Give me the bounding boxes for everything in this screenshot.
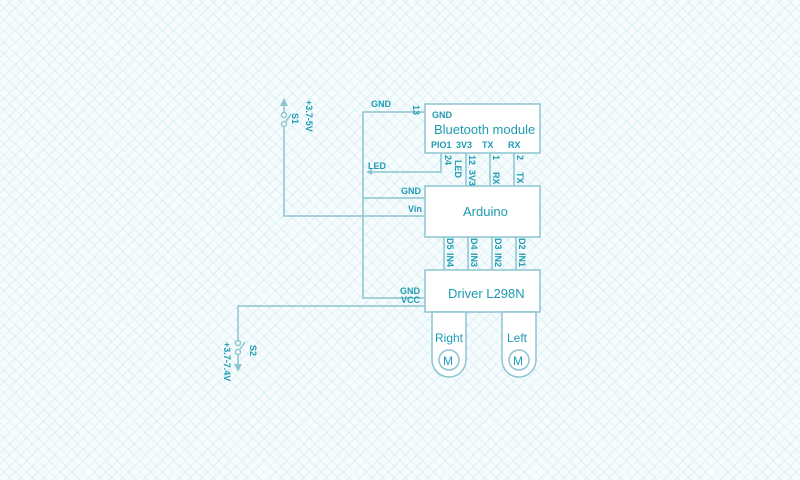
bt-pin-2: 2 [515,155,525,160]
motor-right-symbol: M [443,354,453,368]
bt-rx-pin: RX [508,140,521,150]
motor-left-symbol: M [513,354,523,368]
motor-right-icon [438,349,460,371]
s1-contact-2 [280,120,288,128]
bluetooth-box [424,103,541,154]
arduino-title: Arduino [463,204,508,219]
bt-tx-pin: TX [482,140,494,150]
bt-pin-12: 12 [467,155,477,165]
driver-in2-pin: IN2 [493,253,503,267]
led-wire [368,153,442,173]
s2-contact-2 [234,348,242,356]
switch-s1[interactable]: S1 +3.7-5V [280,98,314,132]
bt-gnd-pin: GND [432,110,453,120]
motor-right: Right M [431,311,467,378]
arduino-gnd-pin: GND [401,186,422,196]
motor-right-label: Right [435,331,464,345]
driver-in1-pin: IN1 [517,253,527,267]
s1-contact [280,111,288,119]
driver-gnd-pin: GND [400,286,421,296]
arduino-board: GND Vin Arduino LED 3V3 RX TX D5 D4 D3 D… [401,160,541,250]
arduino-d3-pin: D3 [493,238,503,250]
vin-wire [283,124,425,217]
bluetooth-module: GND Bluetooth module PIO1 3V3 TX RX 13 2… [411,103,541,165]
s1-voltage: +3.7-5V [304,100,314,132]
gnd-top-label: GND [371,99,392,109]
switch-s2[interactable]: S2 +3.7-7.4V [222,339,258,382]
bluetooth-title: Bluetooth module [434,122,535,137]
driver-title: Driver L298N [448,286,525,301]
s1-label: S1 [290,113,300,124]
arduino-top-pin-1: LED [453,160,463,179]
driver-vcc-pin: VCC [401,295,421,305]
arduino-top-pin-4: TX [515,172,525,184]
driver-in4-pin: IN4 [445,253,455,267]
motor-driver: GND VCC Driver L298N IN4 IN3 IN2 IN1 [400,253,541,313]
vcc-wire [237,305,425,340]
bt-pin-13: 13 [411,105,421,115]
bt-3v3-pin: 3V3 [456,140,472,150]
motor-left: Left M [501,311,537,378]
arduino-top-pin-3: RX [491,172,501,185]
arduino-d5-pin: D5 [445,238,455,250]
led-arrow [366,169,372,175]
motor-left-icon [508,349,530,371]
arduino-d4-pin: D4 [469,238,479,250]
gnd-bus-wire [362,111,425,299]
s2-label: S2 [248,345,258,356]
led-wire-label: LED [368,161,387,171]
s2-contact [234,339,242,347]
bt-pin-1: 1 [491,155,501,160]
driver-in3-pin: IN3 [469,253,479,267]
bt-pin-24: 24 [443,155,453,165]
s2-voltage: +3.7-7.4V [222,342,232,381]
arduino-top-pin-2: 3V3 [467,170,477,186]
s1-arrow-icon [280,98,288,106]
s2-arrow-icon [234,364,242,372]
arduino-d2-pin: D2 [517,238,527,250]
arduino-box [424,185,541,238]
motor-left-label: Left [507,331,528,345]
arduino-vin-pin: Vin [408,204,422,214]
driver-box [424,269,541,313]
bt-pio1-pin: PIO1 [431,140,452,150]
